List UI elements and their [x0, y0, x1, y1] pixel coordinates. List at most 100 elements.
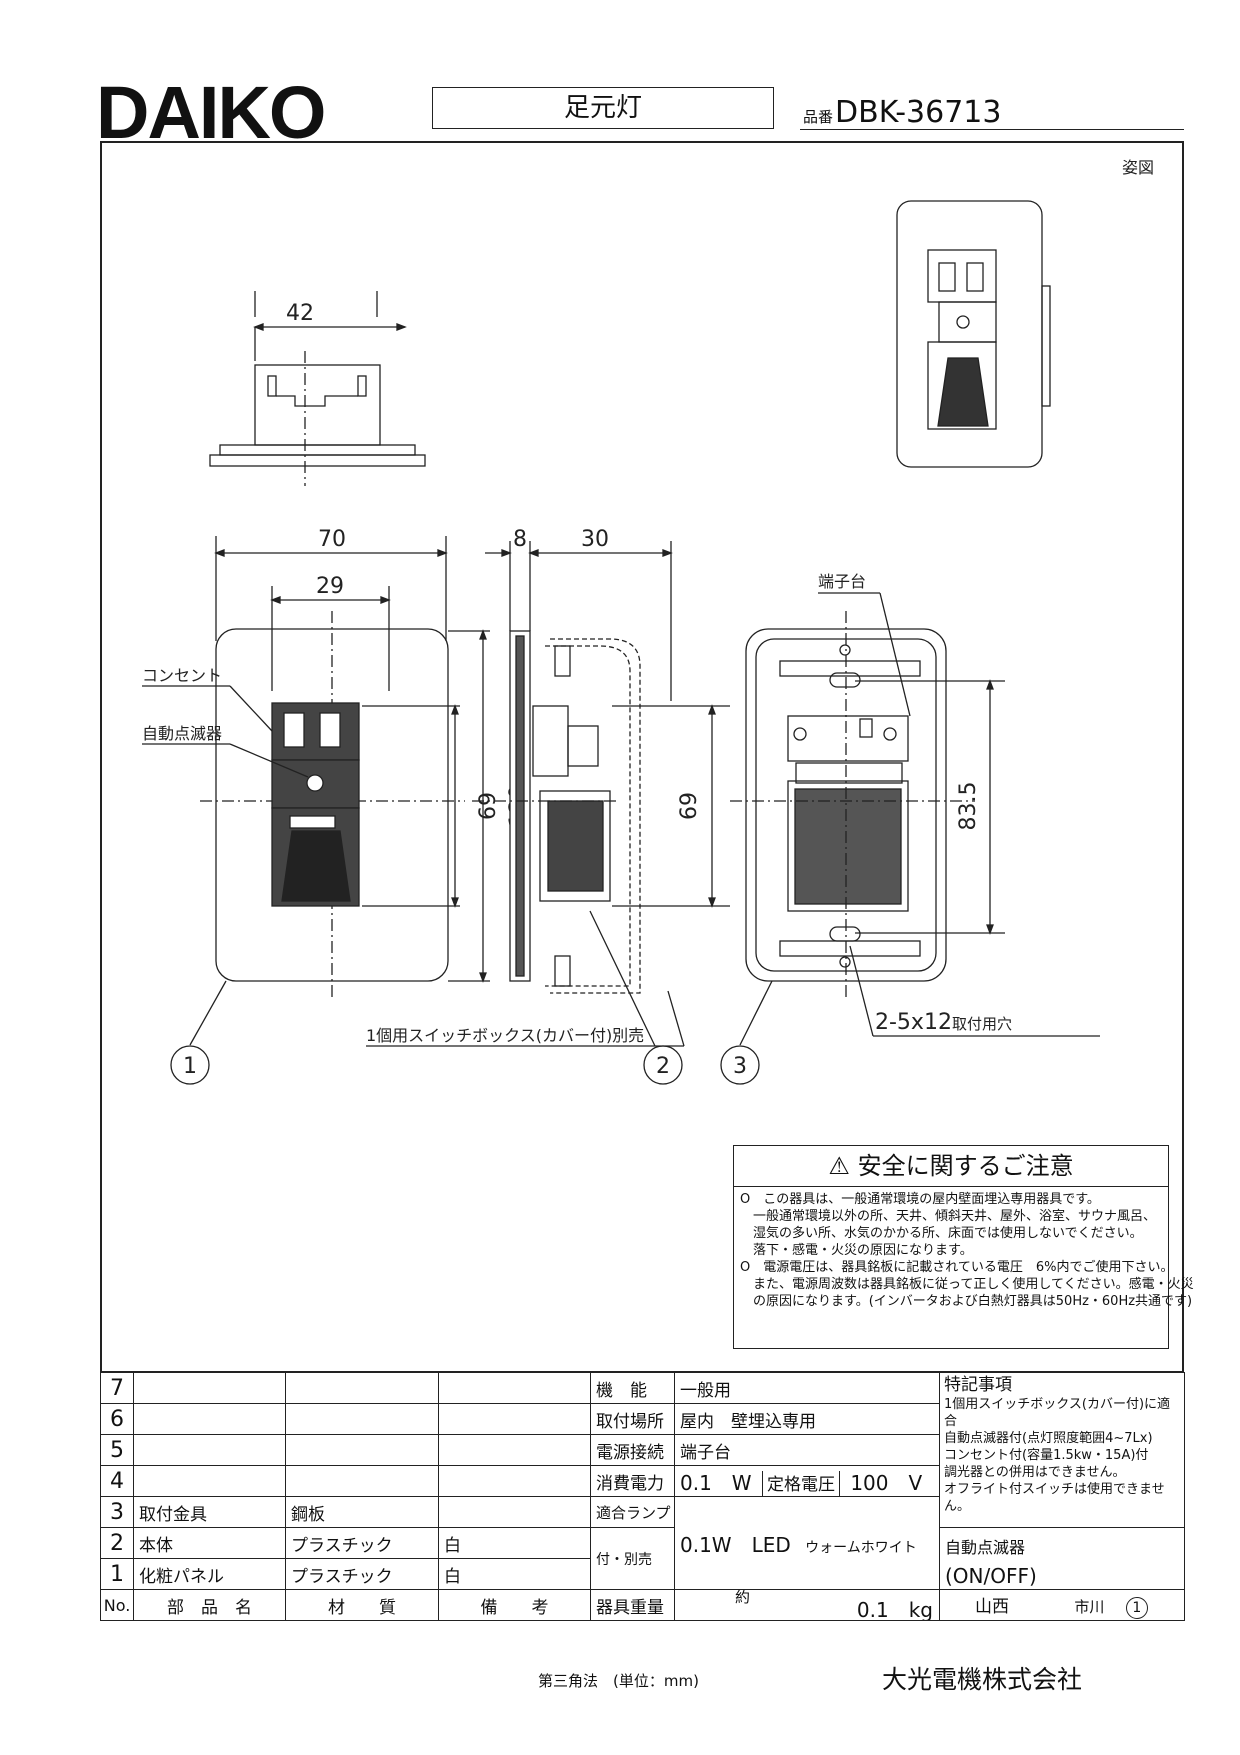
part-no: 4 — [100, 1465, 134, 1497]
table-header-row: No. 部 品 名 材 質 備 考 器具重量 約 0.1 kg 山西 市川 1 — [100, 1589, 1185, 1621]
label-terminal: 端子台 — [818, 572, 866, 591]
dim-front-inner: 29 — [316, 574, 344, 599]
spec-table: 7 機 能 一般用 特記事項 1個用スイッチボックス(カバー付)に適合 自動点滅… — [100, 1372, 1185, 1621]
switch-label: 自動点滅器 — [945, 1538, 1026, 1557]
part-material — [285, 1465, 439, 1497]
header-note: 備 考 — [438, 1589, 591, 1621]
table-row: 2 本体 プラスチック 白 付・別売 自動点滅器 (ON/OFF) — [100, 1527, 1185, 1590]
part-no: 7 — [100, 1372, 134, 1404]
brand-logo: DAIKO — [96, 76, 326, 150]
spec-label-power: 電源接続 — [590, 1434, 675, 1466]
spec-weight-cell: 約 0.1 kg — [674, 1589, 940, 1621]
product-title: 足元灯 — [432, 87, 774, 129]
part-number: 品番DBK-36713 — [803, 95, 1001, 130]
safety-body: O この器具は、一般通常環境の屋内壁面埋込専用器具です。 一般通常環境以外の所、… — [734, 1187, 1194, 1314]
header-name: 部 品 名 — [133, 1589, 286, 1621]
label-auto-switch: 自動点滅器 — [142, 724, 222, 743]
part-no: 1 — [100, 1558, 134, 1590]
remark-line: コンセント付(容量1.5kw・15A)付 — [944, 1448, 1149, 1463]
label-mount-hole-suffix: 取付用穴 — [952, 1015, 1012, 1033]
callout-3: 3 — [733, 1054, 747, 1079]
spec-label-function: 機 能 — [590, 1372, 675, 1404]
part-no: 6 — [100, 1403, 134, 1435]
remark-line: 調光器との併用はできません。 — [944, 1465, 1126, 1480]
switch-cell: 自動点滅器 (ON/OFF) — [939, 1527, 1185, 1590]
safety-line: O 電源電圧は、器具銘板に記載されている電圧 6%内でご使用下さい。 — [740, 1260, 1174, 1275]
technical-drawing: 姿図 42 70 — [142, 158, 1154, 1085]
company-name: 大光電機株式会社 — [882, 1665, 1083, 1694]
dim-front-width: 70 — [318, 527, 346, 552]
part-material — [285, 1403, 439, 1435]
part-note — [438, 1403, 591, 1435]
safety-line: また、電源周波数は器具銘板に従って正しく使用してください。感電・火災 — [740, 1277, 1194, 1292]
spec-label-rated: 定格電圧 — [761, 1470, 840, 1496]
part-number-value: DBK-36713 — [835, 95, 1002, 130]
part-note — [438, 1465, 591, 1497]
revision-badge: 1 — [1125, 1596, 1148, 1619]
safety-notice: ⚠ 安全に関するご注意 O この器具は、一般通常環境の屋内壁面埋込専用器具です。… — [733, 1145, 1194, 1349]
spec-lamp-sub: 付・別売 — [590, 1527, 675, 1590]
part-name: 化粧パネル — [133, 1558, 286, 1590]
part-note — [438, 1372, 591, 1404]
dim-front-h1: 69 — [476, 792, 501, 820]
spec-rated: 100 V — [850, 1470, 923, 1495]
perspective-view — [896, 200, 1051, 468]
remark-line: オフライト付スイッチは使用できません。 — [944, 1482, 1165, 1514]
safety-title: ⚠ 安全に関するご注意 — [734, 1146, 1168, 1187]
spec-label-weight: 器具重量 — [590, 1589, 675, 1621]
warning-icon: ⚠ — [828, 1152, 850, 1180]
callout-2: 2 — [656, 1054, 670, 1079]
projection-note: 第三角法 (単位：mm) — [538, 1672, 699, 1690]
part-note — [438, 1434, 591, 1466]
remark-line: 1個用スイッチボックス(カバー付)に適合 — [944, 1397, 1171, 1429]
part-number-underline — [800, 129, 1184, 130]
dim-top-width: 42 — [286, 301, 314, 326]
table-row: 1 化粧パネル プラスチック 白 — [100, 1558, 1185, 1590]
safety-line: 一般通常環境以外の所、天井、傾斜天井、屋外、浴室、サウナ風呂、 — [740, 1209, 1157, 1224]
label-mount-hole: 2-5x12取付用穴 — [875, 1010, 1012, 1035]
brand-text: DAIKO — [96, 71, 326, 154]
header-no: No. — [100, 1589, 134, 1621]
part-material: プラスチック — [285, 1558, 439, 1590]
spec-weight: 0.1 kg — [856, 1598, 933, 1621]
spec-consumption-rated: 0.1 W 定格電圧 100 V — [674, 1465, 940, 1497]
remark-line: 自動点滅器付(点灯照度範囲4~7Lx) — [944, 1431, 1153, 1446]
top-view: 42 — [209, 291, 426, 486]
part-note: 白 — [438, 1558, 591, 1590]
part-material: プラスチック — [285, 1527, 439, 1559]
spec-weight-prefix: 約 — [735, 1589, 751, 1607]
remarks-title: 特記事項 — [944, 1375, 1012, 1395]
dim-side-depth2: 30 — [581, 527, 609, 552]
part-no: 2 — [100, 1527, 134, 1559]
part-material — [285, 1372, 439, 1404]
side-view: 8 30 69 1個用スイッチボックス(カバー付)別売 2 — [366, 527, 730, 1085]
label-mount-hole-size: 2-5x12 — [875, 1010, 952, 1035]
switch-value: (ON/OFF) — [945, 1564, 1037, 1588]
dim-side-depth1: 8 — [513, 527, 527, 552]
label-outlet: コンセント — [142, 666, 222, 685]
table-row: 6 取付場所 屋内 壁埋込専用 — [100, 1403, 1185, 1435]
spec-mount: 屋内 壁埋込専用 — [674, 1403, 940, 1435]
signer-1: 山西 — [975, 1596, 1009, 1617]
callout-1: 1 — [183, 1054, 197, 1079]
spec-power: 端子台 — [674, 1434, 940, 1466]
safety-title-text: 安全に関するご注意 — [857, 1152, 1074, 1180]
part-note: 白 — [438, 1527, 591, 1559]
front-view: 70 29 69 120 コンセント 自動点滅器 — [142, 527, 531, 1085]
remarks-cell: 特記事項 1個用スイッチボックス(カバー付)に適合 自動点滅器付(点灯照度範囲4… — [939, 1372, 1185, 1528]
safety-line: 湿気の多い所、水気のかかる所、床面では使用しないでください。 — [740, 1226, 1143, 1241]
header-material: 材 質 — [285, 1589, 439, 1621]
table-row: 4 消費電力 0.1 W 定格電圧 100 V — [100, 1465, 1185, 1497]
part-material — [285, 1434, 439, 1466]
safety-line: O この器具は、一般通常環境の屋内壁面埋込専用器具です。 — [740, 1192, 1100, 1207]
part-number-prefix: 品番 — [803, 108, 834, 126]
part-no: 5 — [100, 1434, 134, 1466]
spec-consumption: 0.1 W — [680, 1470, 752, 1495]
spec-label-lamp: 適合ランプ — [590, 1496, 675, 1528]
back-view: 83.5 端子台 3 2-5x12取付用穴 — [720, 572, 1100, 1085]
signer-2: 市川 — [1074, 1597, 1105, 1616]
spec-label-mount: 取付場所 — [590, 1403, 675, 1435]
part-name — [133, 1434, 286, 1466]
label-switch-box: 1個用スイッチボックス(カバー付)別売 — [366, 1026, 644, 1045]
part-material: 鋼板 — [285, 1496, 439, 1528]
